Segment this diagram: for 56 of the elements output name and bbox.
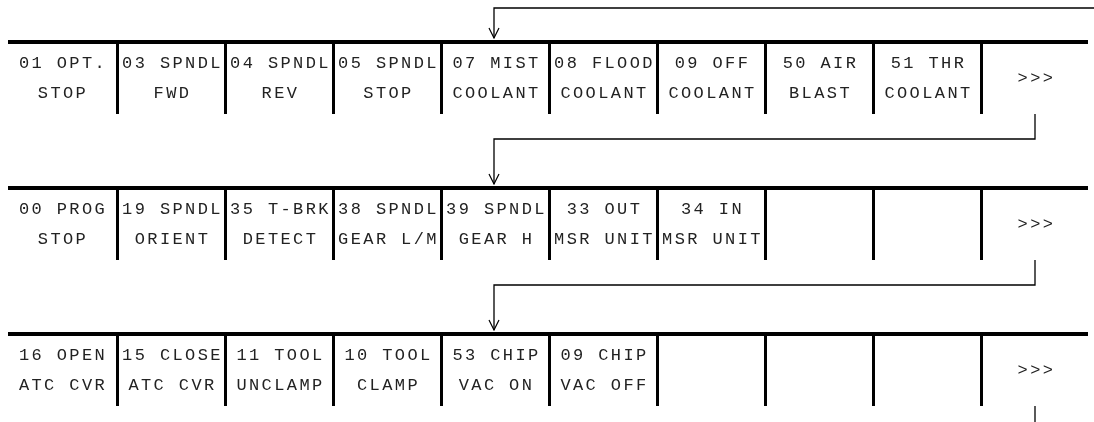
empty-key bbox=[764, 332, 872, 406]
soft-key bbox=[872, 40, 980, 114]
soft-key bbox=[116, 186, 224, 260]
empty-key bbox=[656, 332, 764, 406]
soft-key bbox=[980, 40, 1088, 114]
key-label: >>> bbox=[1016, 214, 1057, 236]
soft-key bbox=[116, 40, 224, 114]
key-label: 01 OPT. STOP bbox=[17, 53, 109, 105]
arrow bbox=[488, 259, 1036, 331]
key-label: 15 CLOSE ATC CVR bbox=[121, 345, 224, 397]
key-label: 16 OPEN ATC CVR bbox=[17, 345, 109, 397]
key-label: 08 FLOOD COOLANT bbox=[553, 53, 656, 105]
soft-key bbox=[656, 186, 764, 260]
key-label: 04 SPNDL REV bbox=[229, 53, 332, 105]
soft-key bbox=[980, 332, 1088, 406]
key-label: 09 OFF COOLANT bbox=[667, 53, 758, 105]
soft-key bbox=[332, 332, 440, 406]
key-label: >>> bbox=[1016, 360, 1057, 382]
key-label: 00 PROG STOP bbox=[17, 199, 109, 251]
key-label: 53 CHIP VAC ON bbox=[451, 345, 542, 397]
key-label: 39 SPNDL GEAR H bbox=[445, 199, 548, 251]
empty-key bbox=[872, 332, 980, 406]
key-label: 05 SPNDL STOP bbox=[337, 53, 440, 105]
soft-key bbox=[548, 40, 656, 114]
soft-key bbox=[224, 40, 332, 114]
soft-key bbox=[440, 40, 548, 114]
soft-key bbox=[116, 332, 224, 406]
key-label: 03 SPNDL FWD bbox=[121, 53, 224, 105]
key-label: >>> bbox=[1016, 68, 1057, 90]
key-label: 38 SPNDL GEAR L/M bbox=[337, 199, 440, 251]
key-label: 51 THR COOLANT bbox=[883, 53, 974, 105]
soft-key bbox=[980, 186, 1088, 260]
connector-line bbox=[1034, 405, 1036, 422]
key-label: 11 TOOL UNCLAMP bbox=[235, 345, 326, 397]
soft-key bbox=[332, 186, 440, 260]
arrow bbox=[488, 7, 1094, 39]
soft-key bbox=[224, 332, 332, 406]
soft-key bbox=[656, 40, 764, 114]
soft-key bbox=[224, 186, 332, 260]
soft-key bbox=[440, 332, 548, 406]
key-label: 34 IN MSR UNIT bbox=[661, 199, 764, 251]
key-label: 19 SPNDL ORIENT bbox=[121, 199, 224, 251]
key-label: 09 CHIP VAC OFF bbox=[559, 345, 650, 397]
key-label: 50 AIR BLAST bbox=[781, 53, 860, 105]
soft-key bbox=[548, 186, 656, 260]
soft-key bbox=[332, 40, 440, 114]
key-label: 35 T-BRK DETECT bbox=[229, 199, 332, 251]
empty-key bbox=[764, 186, 872, 260]
empty-key bbox=[872, 186, 980, 260]
key-label: 33 OUT MSR UNIT bbox=[553, 199, 656, 251]
soft-key bbox=[440, 186, 548, 260]
key-label: 10 TOOL CLAMP bbox=[343, 345, 434, 397]
soft-key bbox=[764, 40, 872, 114]
key-label: 07 MIST COOLANT bbox=[451, 53, 542, 105]
soft-key bbox=[548, 332, 656, 406]
arrow bbox=[488, 113, 1036, 185]
